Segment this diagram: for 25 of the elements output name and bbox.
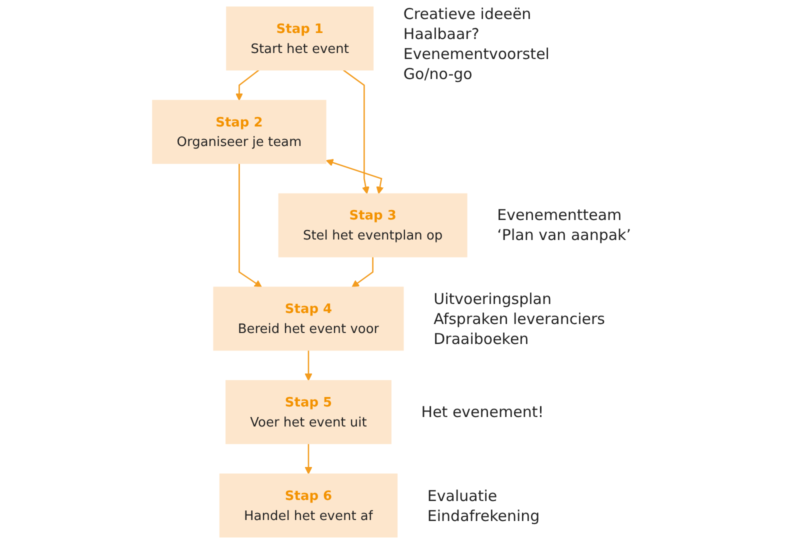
step-note: Evaluatie bbox=[427, 486, 498, 506]
node-box: Stap 1 Start het event bbox=[226, 6, 374, 70]
arrow bbox=[236, 70, 260, 101]
node-box: Stap 6 Handel het event af bbox=[220, 474, 398, 538]
step-note: Het evenement! bbox=[421, 402, 544, 422]
node-box: Stap 3 Stel het eventplan op bbox=[278, 193, 468, 258]
step-note: ‘Plan van aanpak’ bbox=[497, 225, 632, 246]
step-note: Creatieve ideeën bbox=[403, 4, 532, 24]
arrow bbox=[343, 70, 370, 194]
step-note: Draaiboeken bbox=[434, 328, 530, 349]
arrow bbox=[326, 158, 384, 194]
step-note: Eindafrekening bbox=[427, 506, 540, 526]
node-box: Stap 2 Organiseer je team bbox=[152, 100, 327, 164]
arrow bbox=[238, 163, 262, 288]
step-note: Haalbaar? bbox=[403, 24, 480, 44]
step-note: Afspraken leveranciers bbox=[434, 308, 605, 329]
node-box: Stap 5 Voer het event uit bbox=[226, 380, 392, 444]
node-box: Stap 4 Bereid het event voor bbox=[213, 286, 404, 351]
arrow bbox=[304, 350, 313, 381]
arrow bbox=[304, 444, 313, 474]
arrow bbox=[352, 256, 374, 288]
step-note: Evenementteam bbox=[497, 205, 623, 226]
step-note: Go/no-go bbox=[403, 64, 474, 84]
step-note: Uitvoeringsplan bbox=[434, 288, 552, 309]
step-note: Evenementvoorstel bbox=[403, 44, 550, 64]
